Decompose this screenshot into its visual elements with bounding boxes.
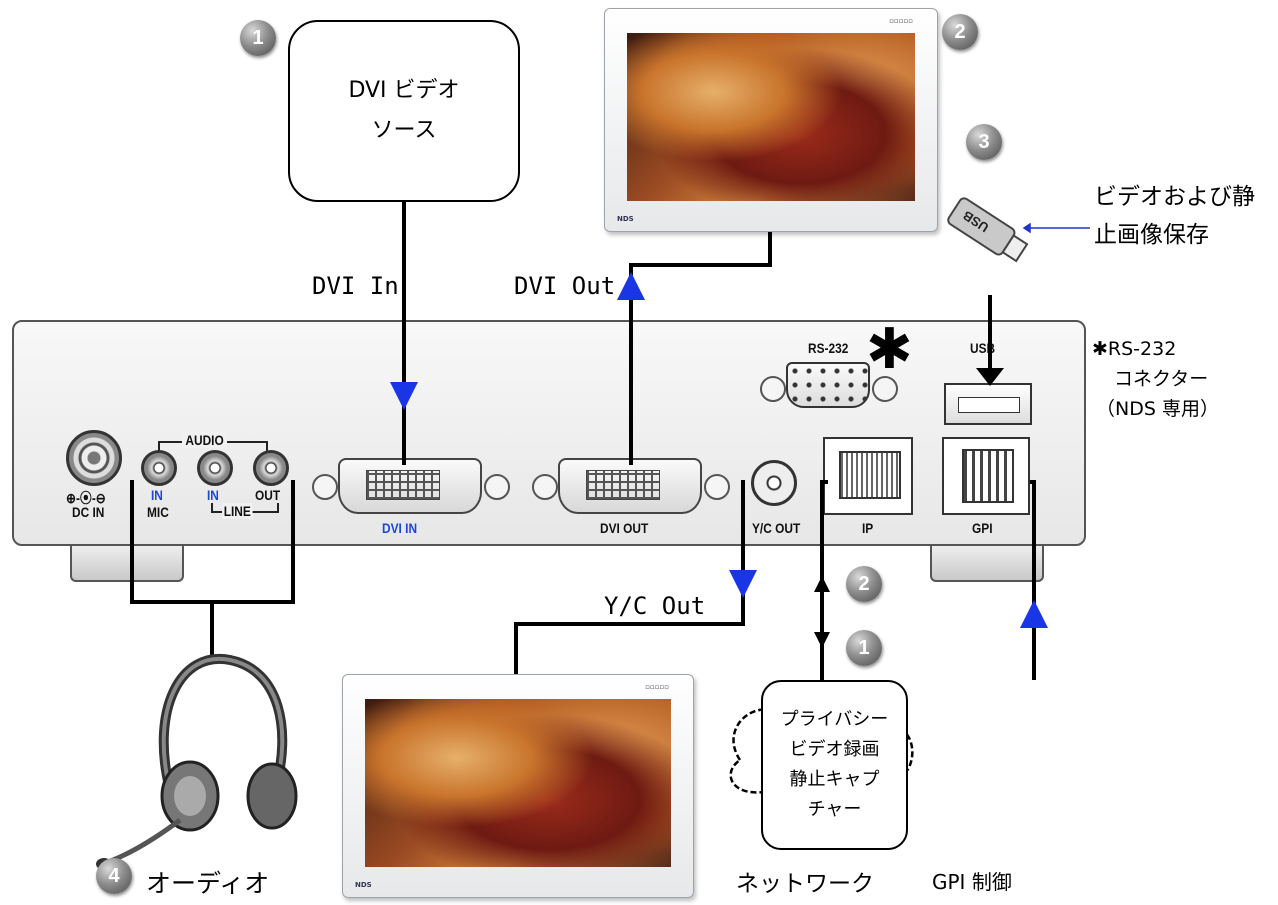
gpi-line1: プライバシー <box>781 705 889 735</box>
dvi-video-source-box: DVI ビデオ ソース <box>288 20 520 202</box>
gpi-caption: GPI 制御 <box>932 866 1012 895</box>
usb-storage-note: ビデオおよび静 止画像保存 <box>1094 178 1255 254</box>
network-caption: ネットワーク <box>736 864 874 898</box>
rs232-note-line3: （NDS 専用） <box>1092 394 1219 424</box>
usb-note-line1: ビデオおよび静 <box>1094 178 1255 216</box>
usb-note-line2: 止画像保存 <box>1094 216 1255 254</box>
badge-2-network: 2 <box>846 566 882 602</box>
dvi-out-cable-label: DVI Out <box>514 272 615 300</box>
dvi-in-cable-label: DVI In <box>312 272 399 300</box>
monitor-top-screen <box>627 33 915 201</box>
source-line1: DVI ビデオ <box>348 71 459 111</box>
gpi-line2: ビデオ録画 <box>781 735 889 765</box>
badge-2-monitor: 2 <box>942 14 978 50</box>
badge-1-dvi-source: 1 <box>240 20 276 56</box>
badge-1-network: 1 <box>846 630 882 666</box>
rs232-note-line2: コネクター <box>1092 364 1219 394</box>
badge-3-usb: 3 <box>966 124 1002 160</box>
monitor-top: ▫▫▫▫▫ NDS <box>604 8 938 232</box>
monitor-bottom: ▫▫▫▫▫ NDS <box>342 674 694 898</box>
gpi-line3: 静止キャプ <box>781 765 889 795</box>
rs232-note: ✱RS-232 コネクター （NDS 専用） <box>1092 334 1219 424</box>
badge-4-audio: 4 <box>96 858 132 894</box>
gpi-line4: チャー <box>781 795 889 825</box>
monitor-bottom-screen <box>365 699 671 867</box>
yc-out-cable-label: Y/C Out <box>604 592 705 620</box>
rs232-note-line1: RS-232 <box>1108 338 1176 360</box>
gpi-function-box: プライバシー ビデオ録画 静止キャプ チャー <box>761 680 908 850</box>
source-line2: ソース <box>348 111 459 151</box>
audio-caption: オーディオ <box>146 864 269 900</box>
